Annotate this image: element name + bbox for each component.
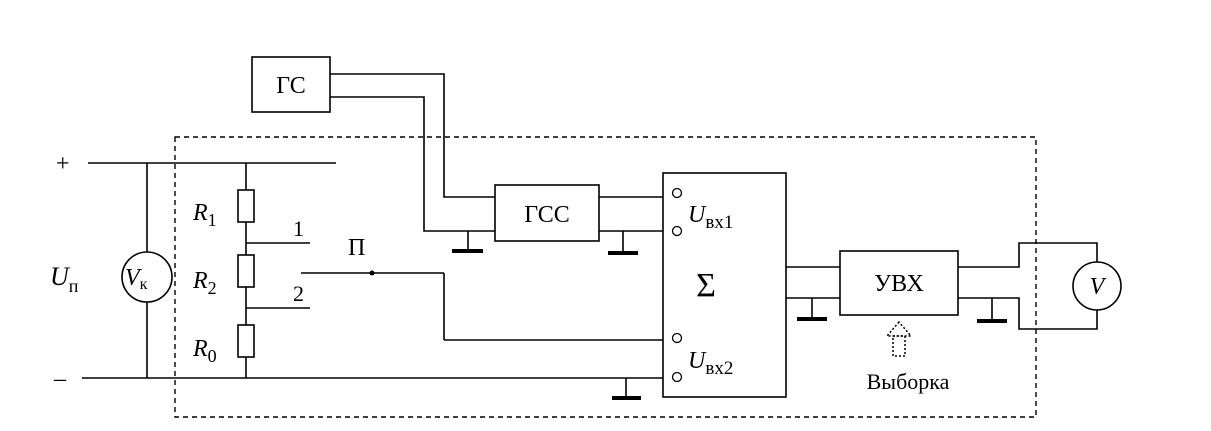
resistor-r0-label: R0 (192, 336, 217, 366)
uvh-out-2 (958, 297, 1098, 330)
resistor-r2 (237, 254, 255, 288)
uvh-out-1 (958, 242, 1098, 268)
gs-wire-inner (330, 96, 495, 232)
input-1-label: Uвх1 (688, 202, 733, 233)
sample-label: Выборка (867, 369, 950, 394)
resistor-r1-label: R1 (192, 200, 217, 230)
voltmeter-k-label: Vк (125, 265, 148, 293)
output-voltmeter (1072, 261, 1122, 311)
resistor-r1-main: R (192, 200, 208, 226)
uvh-block-label: УВХ (874, 271, 924, 297)
input-2-main: U (688, 348, 707, 374)
plus-terminal-label: + (56, 151, 70, 177)
input-1-main: U (688, 202, 707, 228)
minus-terminal-label: – (53, 366, 67, 392)
resistor-r0-sub: 0 (208, 346, 217, 366)
supply-voltage-label: Uп (50, 262, 79, 296)
resistor-r0 (237, 324, 255, 358)
gs-wire-outer (330, 73, 495, 198)
uvh-block (839, 250, 959, 316)
supply-voltage-sub: п (69, 276, 79, 296)
gs-block (251, 56, 331, 113)
resistor-r1 (237, 189, 255, 223)
gss-block-label: ГСС (524, 202, 570, 228)
voltmeter-k-sub: к (140, 276, 148, 293)
in1-pin-bottom (671, 225, 683, 237)
in2-pin-bottom (671, 371, 683, 383)
dashed-enclosure (174, 136, 1037, 418)
resistor-r1-sub: 1 (208, 210, 217, 230)
input-1-sub: вх1 (705, 212, 733, 233)
sum-symbol: Σ (696, 267, 716, 304)
input-2-sub: вх2 (705, 358, 733, 379)
resistor-r2-main: R (192, 268, 208, 294)
input-2-label: Uвх2 (688, 348, 733, 379)
tap-1-label: 1 (293, 216, 304, 241)
sum-block (662, 172, 787, 398)
tap-2-label: 2 (293, 281, 304, 306)
output-voltmeter-label: V (1090, 274, 1107, 300)
sample-arrow-icon (885, 320, 913, 357)
supply-voltage-main: U (50, 262, 71, 291)
switch-label: П (348, 235, 365, 261)
voltmeter-k (121, 251, 173, 303)
resistor-r0-main: R (192, 336, 208, 362)
in2-pin-top (671, 332, 683, 344)
gs-block-label: ГС (276, 73, 306, 99)
resistor-r2-sub: 2 (208, 278, 217, 298)
gss-block (494, 184, 600, 242)
switch-pivot (369, 270, 375, 276)
in1-pin-top (671, 187, 683, 199)
resistor-r2-label: R2 (192, 268, 217, 298)
voltmeter-k-main: V (125, 265, 142, 291)
